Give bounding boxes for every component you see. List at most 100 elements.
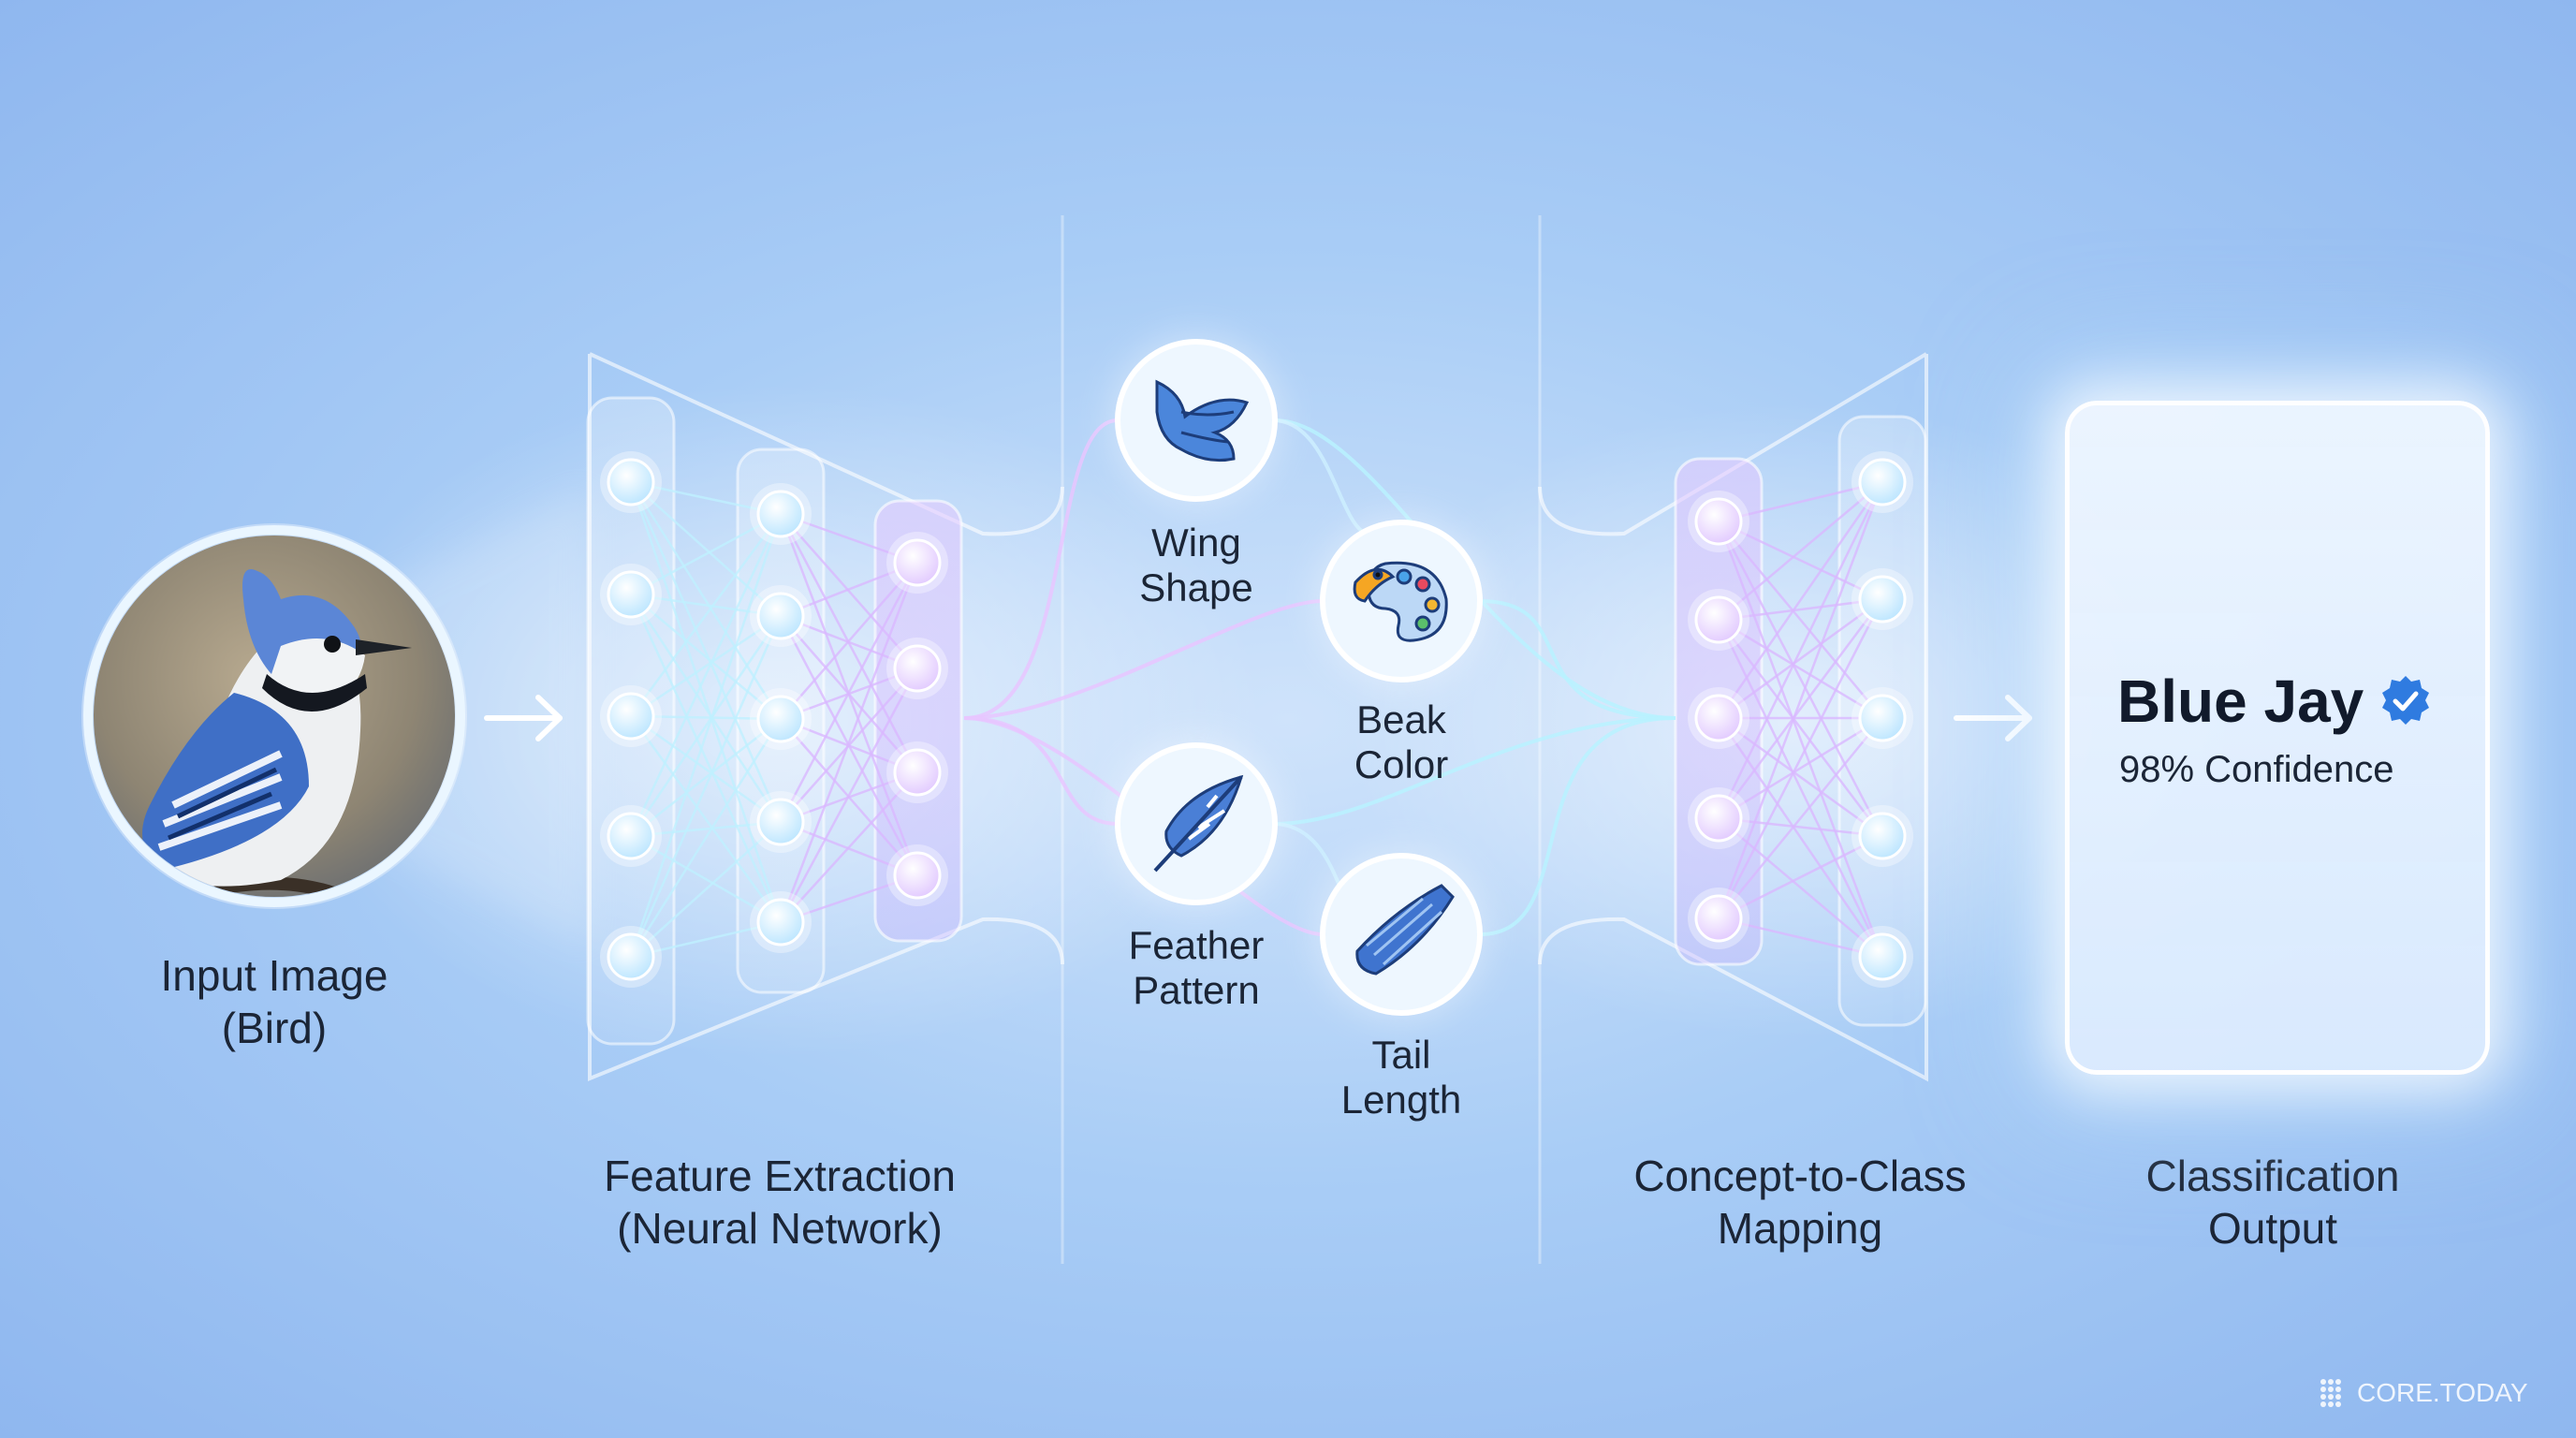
network-node: [756, 490, 805, 538]
network-edge: [1718, 521, 1883, 719]
network-node: [756, 695, 805, 743]
concept-flow-line: [1479, 716, 1676, 936]
concept-label-feather-line1: Feather: [1128, 923, 1265, 967]
network-edge: [780, 512, 918, 565]
network-edge: [629, 481, 783, 923]
input-beam: [356, 487, 590, 946]
network-edge: [1718, 619, 1883, 837]
network-edge: [630, 714, 782, 721]
network-node: [1858, 932, 1907, 981]
network-edge: [1717, 598, 1884, 819]
network-node: [1858, 812, 1907, 860]
network-edge: [1718, 597, 1883, 622]
concept-flow-line: [1272, 418, 1368, 536]
stage-label-input-line1: Input Image: [160, 951, 388, 1000]
network-edge: [630, 718, 782, 837]
network-node: [1858, 458, 1907, 506]
network-node: [607, 570, 655, 619]
arrow-input-to-features: [484, 695, 563, 741]
network-edge: [629, 481, 783, 823]
concept-flow-line: [963, 599, 1324, 720]
network-edge: [779, 562, 919, 823]
network-edge: [1717, 521, 1884, 837]
network-node: [1694, 794, 1743, 843]
concept-label-beak-color: Beak Color: [1354, 697, 1448, 787]
network-node: [607, 692, 655, 741]
network-edge: [779, 668, 919, 923]
concept-node-beak-color: [1315, 515, 1487, 687]
network-edge: [629, 513, 783, 958]
network-edge: [630, 481, 782, 617]
network-node: [893, 851, 942, 900]
network-edge: [780, 873, 918, 924]
network-edge: [630, 834, 782, 924]
network-edge: [1717, 598, 1884, 919]
brand-logo-icon: [2320, 1379, 2341, 1407]
arrow-mapping-to-output: [1954, 695, 2032, 741]
network-edge: [1718, 816, 1883, 838]
network-edge: [779, 562, 919, 923]
network-node: [607, 458, 655, 506]
network-node: [1858, 575, 1907, 624]
network-edge: [630, 920, 782, 959]
beak-palette-icon: [1353, 561, 1448, 642]
network-node: [1694, 894, 1743, 943]
network-edge: [1718, 817, 1883, 958]
network-edge: [780, 562, 918, 720]
stage-label-feature-line1: Feature Extraction: [604, 1152, 956, 1200]
network-node: [1694, 497, 1743, 546]
concept-label-tail-length: Tail Length: [1341, 1033, 1461, 1123]
stage-label-feature-line2: (Neural Network): [617, 1204, 943, 1253]
network-node: [893, 644, 942, 693]
concept-label-wing-shape: Wing Shape: [1139, 521, 1252, 610]
network-edge: [629, 718, 783, 958]
network-edge: [1718, 597, 1883, 720]
network-node: [607, 812, 655, 860]
network-edge: [1718, 481, 1883, 621]
network-node: [1858, 694, 1907, 742]
network-node: [756, 798, 805, 846]
network-node: [756, 898, 805, 946]
concept-label-beak-line1: Beak: [1356, 697, 1446, 741]
mapping-funnel-frame: [1538, 352, 1928, 1082]
network-edge: [1717, 521, 1884, 958]
predicted-class-name: Blue Jay: [2117, 668, 2364, 735]
stage-label-input-line2: (Bird): [221, 1004, 328, 1052]
concept-node-wing-shape: [1110, 334, 1282, 506]
stage-label-mapping: Concept-to-Class Mapping: [1633, 1150, 1966, 1255]
wing-icon: [1155, 379, 1250, 462]
stage-label-output-line2: Output: [2207, 1204, 2338, 1253]
feature-funnel-frame: [588, 352, 1064, 1081]
network-node: [1694, 595, 1743, 644]
network-edge: [1718, 480, 1883, 523]
network-nodes: [600, 451, 1913, 988]
network-node: [607, 932, 655, 981]
network-edge: [630, 593, 782, 618]
network-edge: [1717, 481, 1884, 819]
network-edge: [630, 820, 782, 838]
network-edge: [629, 513, 783, 717]
network-edge: [629, 615, 783, 958]
network-edge: [630, 821, 782, 958]
network-edge: [629, 615, 783, 837]
concept-flow-line: [963, 418, 1119, 720]
network-edge: [630, 480, 782, 516]
blue-jay-photo: [94, 536, 455, 897]
network-edge: [630, 512, 782, 596]
network-edge: [1718, 917, 1883, 959]
network-edge: [1717, 717, 1884, 958]
stage-label-input: Input Image (Bird): [161, 949, 388, 1054]
concept-flow-line: [1274, 716, 1676, 826]
network-edge: [1718, 618, 1883, 720]
concept-label-feather-line2: Pattern: [1133, 968, 1260, 1012]
classification-output-card: [2065, 401, 2490, 1075]
network-edge: [780, 561, 918, 618]
concept-node-tail-length: [1315, 848, 1487, 1020]
network-edge: [629, 715, 783, 923]
tail-icon: [1355, 884, 1455, 976]
concept-label-tail-line1: Tail: [1371, 1033, 1431, 1077]
network-edge: [1717, 481, 1884, 719]
network-node: [1694, 694, 1743, 742]
network-edge: [629, 513, 783, 837]
network-edge: [1718, 717, 1883, 919]
